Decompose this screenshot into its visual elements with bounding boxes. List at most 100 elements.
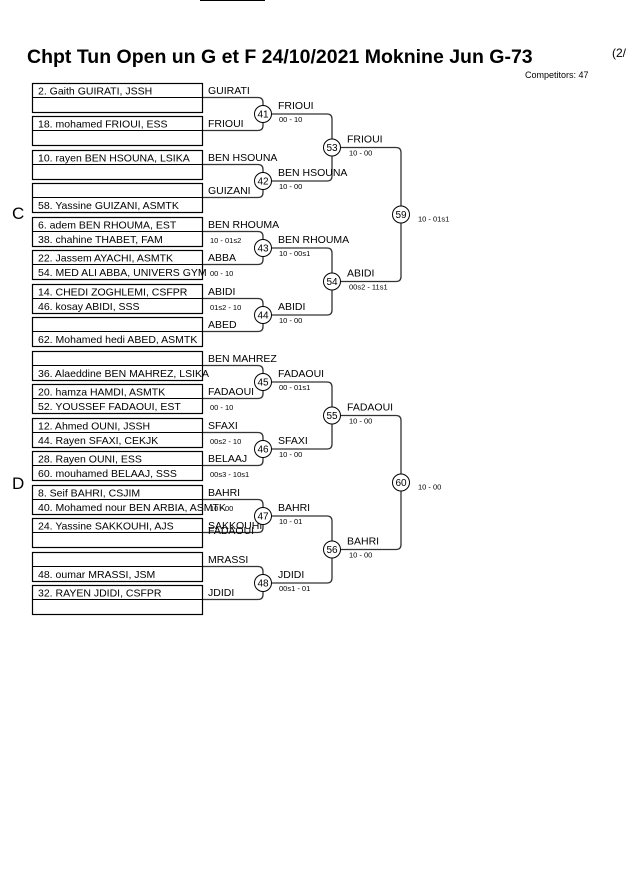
pool-circle: [254, 105, 272, 123]
competitor-name: 18. mohamed FRIOUI, ESS: [38, 119, 168, 131]
round1-score: 10 - 01s2: [210, 236, 241, 245]
round1-winner: ABIDI: [208, 286, 235, 298]
round1-winner: ABED: [208, 319, 237, 331]
competitors-count: Competitors: 47: [525, 70, 589, 80]
pool-marker: 46: [254, 440, 272, 458]
round1-winner: BEN RHOUMA: [208, 219, 279, 231]
round2-score: 00 - 01s1: [279, 383, 310, 392]
round2-winner: ABIDI: [278, 301, 305, 313]
pool-marker: 55: [323, 406, 341, 425]
pool-circle: [254, 172, 272, 190]
entry-box[interactable]: 14. CHEDI ZOGHLEMI, CSFPR 46. kosay ABIDI…: [31, 283, 242, 315]
round2-winner: SFAXI: [278, 435, 308, 447]
round2-score: 10 - 00: [279, 182, 302, 191]
round2-score: 10 - 01: [279, 517, 302, 526]
round1-score: 10 - 00: [210, 504, 233, 513]
round2-winner: FRIOUI: [278, 100, 314, 112]
pool-number: 45: [257, 378, 269, 389]
bracket-line-round3: [340, 414, 402, 551]
group-label-d: D: [12, 474, 24, 493]
competitor-name: 40. Mohamed nour BEN ARBIA, ASMTK: [38, 502, 226, 514]
competitor-name: 58. Yassine GUIZANI, ASMTK: [38, 200, 179, 212]
pool-circle: [254, 306, 272, 324]
round2-winner: JDIDI: [278, 569, 304, 581]
pool-circle: [254, 574, 272, 592]
pool-marker: 56: [323, 540, 341, 559]
competitor-name: 14. CHEDI ZOGHLEMI, CSFPR: [38, 287, 188, 299]
pool-circle: [323, 540, 341, 559]
pool-number: 43: [257, 244, 269, 255]
pool-number: 60: [395, 478, 407, 489]
entry-box[interactable]: 18. mohamed FRIOUI, ESS FRIOUI: [31, 115, 244, 147]
entry-box[interactable]: 6. adem BEN RHOUMA, EST 38. chahine THABE…: [31, 216, 280, 248]
pool-circle: [254, 373, 272, 391]
competitor-name: 8. Seif BAHRI, CSJIM: [38, 488, 140, 500]
competitor-name: 38. chahine THABET, FAM: [38, 234, 163, 246]
competitor-name: 12. Ahmed OUNI, JSSH: [38, 421, 150, 433]
pool-number: 55: [326, 411, 338, 422]
entry-box[interactable]: 62. Mohamed hedi ABED, ASMTK ABED: [31, 316, 238, 348]
pool-marker: 43: [254, 239, 272, 257]
round3-score: 10 - 00: [349, 417, 372, 426]
competitor-name: 48. oumar MRASSI, JSM: [38, 569, 155, 581]
pool-number: 59: [395, 210, 407, 221]
round2-score: 10 - 00: [279, 316, 302, 325]
round1-score: 00 - 10: [210, 403, 233, 412]
pool-circle: [392, 473, 410, 492]
entry-box[interactable]: 24. Yassine SAKKOUHI, AJS SAKKOUHI: [31, 517, 263, 549]
pool-number: 54: [326, 277, 338, 288]
competitor-name: 46. kosay ABIDI, SSS: [38, 301, 140, 313]
competitor-name: 24. Yassine SAKKOUHI, AJS: [38, 521, 174, 533]
round2-score: 10 - 00: [279, 450, 302, 459]
round3-score: 10 - 00: [349, 149, 372, 158]
pool-marker: 45: [254, 373, 272, 391]
pool-circle: [392, 205, 410, 224]
round2-winner: FADAOUI: [278, 368, 324, 380]
entry-box[interactable]: 8. Seif BAHRI, CSJIM 40. Mohamed nour BEN…: [31, 484, 241, 516]
round1-winner: FADAOUI: [208, 386, 254, 398]
round1-winner: JDIDI: [208, 587, 234, 599]
pool-marker: 47: [254, 507, 272, 525]
round1-winner: MRASSI: [208, 554, 248, 566]
competitor-name: 32. RAYEN JDIDI, CSFPR: [38, 588, 162, 600]
round3-winner: ABIDI: [347, 268, 374, 280]
pool-number: 56: [326, 545, 338, 556]
pool-circle: [254, 239, 272, 257]
round1-winner: FRIOUI: [208, 118, 244, 130]
competitor-name: 28. Rayen OUNI, ESS: [38, 454, 142, 466]
group-label-c: C: [12, 204, 24, 223]
pool-marker: 53: [323, 138, 341, 157]
competitor-name: 52. YOUSSEF FADAOUI, EST: [38, 401, 181, 413]
round2-score: 10 - 00s1: [279, 249, 310, 258]
pool-marker: 59: [392, 205, 410, 224]
competitor-name: 62. Mohamed hedi ABED, ASMTK: [38, 334, 197, 346]
round1-winner: BELAAJ: [208, 453, 247, 465]
pool-marker: 54: [323, 272, 341, 291]
pool-circle: [323, 272, 341, 291]
round1-winner: SAKKOUHI: [208, 520, 262, 532]
pool-number: 41: [257, 110, 269, 121]
pool-number: 46: [257, 445, 269, 456]
round2-score: 00s1 - 01: [279, 584, 310, 593]
competitor-name: 54. MED ALI ABBA, UNIVERS GYM: [38, 267, 207, 279]
final-score: 10 - 00: [418, 483, 441, 492]
competitor-name: 6. adem BEN RHOUMA, EST: [38, 220, 177, 232]
pool-marker: 48: [254, 574, 272, 592]
pool-marker: 42: [254, 172, 272, 190]
round1-score: 00s2 - 10: [210, 437, 241, 446]
entry-box[interactable]: 32. RAYEN JDIDI, CSFPR JDIDI: [31, 584, 235, 616]
round3-winner: FRIOUI: [347, 134, 383, 146]
round1-winner: BAHRI: [208, 487, 240, 499]
pool-circle: [254, 440, 272, 458]
round1-score: 00 - 10: [210, 269, 233, 278]
entry-box[interactable]: 48. oumar MRASSI, JSM MRASSI: [31, 551, 249, 583]
